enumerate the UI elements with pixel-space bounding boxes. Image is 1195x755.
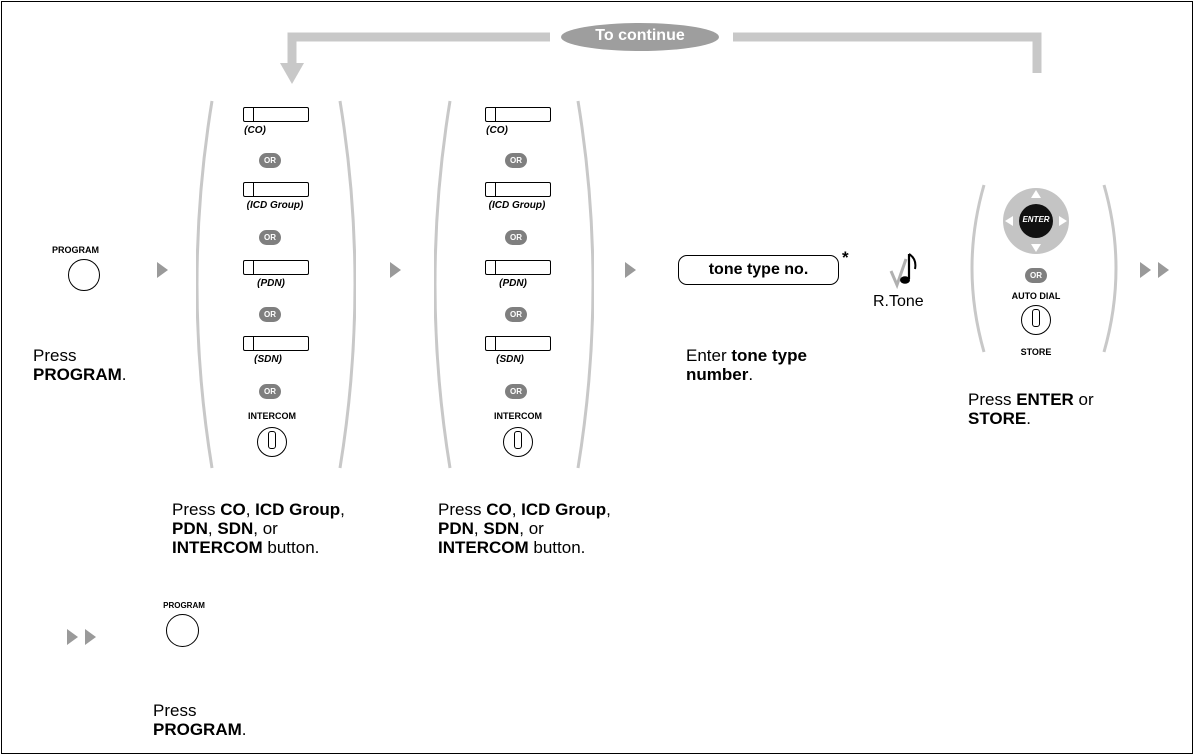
icd-group-label: (ICD Group)	[488, 200, 546, 211]
icd-group-button[interactable]	[243, 182, 309, 197]
intercom-button-slot	[268, 431, 276, 449]
double-arrow-right-icon	[85, 629, 96, 645]
enter-button[interactable]: ENTER	[1022, 215, 1050, 224]
double-arrow-right-icon	[1158, 262, 1169, 278]
program-button[interactable]	[68, 259, 100, 291]
or-badge: OR	[259, 307, 281, 322]
icd-group-button[interactable]	[485, 182, 551, 197]
auto-dial-label: AUTO DIAL	[1011, 291, 1061, 301]
icd-group-label: (ICD Group)	[246, 200, 304, 211]
program-button[interactable]	[166, 614, 199, 647]
sdn-button[interactable]	[485, 336, 551, 351]
co-button[interactable]	[243, 107, 309, 122]
co-label: (CO)	[244, 125, 266, 136]
arrow-2	[390, 262, 401, 278]
program-label: PROGRAM	[52, 245, 99, 255]
program-label: PROGRAM	[163, 601, 205, 610]
pdn-button[interactable]	[485, 260, 551, 275]
intercom-button[interactable]	[257, 427, 287, 457]
pdn-button[interactable]	[243, 260, 309, 275]
sdn-button[interactable]	[243, 336, 309, 351]
intercom-button-slot	[514, 431, 522, 449]
store-button[interactable]	[1021, 305, 1051, 335]
co-button[interactable]	[485, 107, 551, 122]
co-label: (CO)	[486, 125, 508, 136]
pdn-label: (PDN)	[499, 278, 527, 289]
ring-tone-label: R.Tone	[873, 293, 924, 310]
or-badge: OR	[505, 307, 527, 322]
or-badge: OR	[259, 230, 281, 245]
tone-type-number-input[interactable]: tone type no.	[678, 255, 839, 285]
double-arrow-right-icon	[1140, 262, 1151, 278]
step2-caption: Press CO, ICD Group, PDN, SDN, or INTERC…	[172, 500, 345, 557]
or-badge: OR	[505, 384, 527, 399]
double-arrow-right-icon	[67, 629, 78, 645]
continue-label: To continue	[595, 27, 685, 44]
or-badge: OR	[505, 153, 527, 168]
sdn-label: (SDN)	[496, 354, 524, 365]
navigator-key	[1003, 188, 1069, 254]
intercom-label: INTERCOM	[248, 411, 296, 421]
or-badge: OR	[505, 230, 527, 245]
store-button-slot	[1032, 309, 1040, 327]
step3-caption: Press CO, ICD Group, PDN, SDN, or INTERC…	[438, 500, 611, 557]
intercom-button[interactable]	[503, 427, 533, 457]
step3-brackets	[434, 100, 594, 469]
arrow-1	[157, 262, 168, 278]
or-badge: OR	[1025, 268, 1047, 283]
or-badge: OR	[259, 153, 281, 168]
or-badge: OR	[259, 384, 281, 399]
pdn-label: (PDN)	[257, 278, 285, 289]
intercom-label: INTERCOM	[494, 411, 542, 421]
arrow-3	[625, 262, 636, 278]
footnote-asterisk: *	[842, 248, 849, 267]
step5-brackets	[970, 184, 1118, 353]
ring-tone-icon	[889, 253, 917, 290]
step2-brackets	[196, 100, 356, 469]
store-label: STORE	[1020, 347, 1052, 357]
sdn-label: (SDN)	[254, 354, 282, 365]
